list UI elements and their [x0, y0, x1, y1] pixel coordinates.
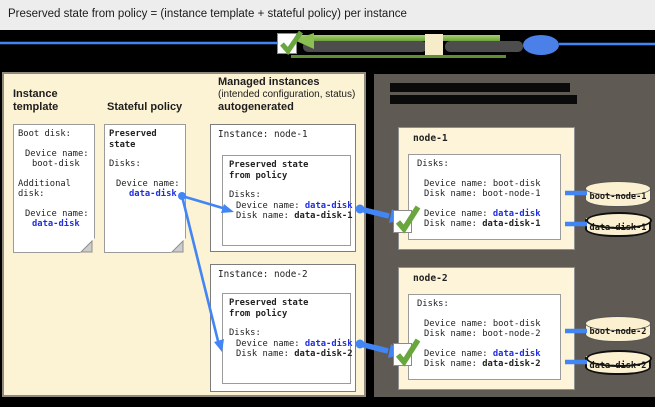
node1-check-box — [393, 205, 421, 234]
device-name-label: Device name: — [25, 148, 89, 159]
data-disk-row: Disk name: data-disk-2 — [417, 359, 560, 370]
title-strip: Preserved state from policy = (instance … — [0, 0, 655, 30]
disks-label: Disks: — [109, 159, 141, 169]
device-name-label: Device name: — [424, 318, 493, 329]
disk-name-label: Disk name: — [424, 359, 483, 369]
data-disk-name-value: data-disk-1 — [482, 219, 541, 229]
node2-check-box — [393, 338, 421, 367]
stateful-policy-card: Preserved state Disks: Device name: data… — [104, 124, 186, 253]
disk-name-label: Disk name: — [236, 211, 295, 221]
device-name-label: Device name: — [424, 178, 493, 189]
instance-title: Instance: node-1 — [218, 129, 308, 140]
boot-disk-value: boot-disk — [492, 178, 541, 189]
data-disk-value: data-disk — [492, 208, 541, 219]
data-disk-value: data-disk — [32, 219, 80, 229]
legend-band — [0, 30, 655, 72]
boot-disk-name-value: boot-node-1 — [482, 189, 541, 199]
legend-instance-chip — [425, 34, 443, 56]
data-disk-value: data-disk — [304, 200, 353, 211]
data-disk-value: data-disk — [492, 348, 541, 359]
managed-instance-card-node-2: Instance: node-2 Preserved state from po… — [210, 264, 356, 392]
boot-disk-label: Boot disk: — [18, 129, 71, 139]
data-disk-value: data-disk — [129, 189, 177, 199]
additional-disk-label: Additional disk: — [18, 178, 71, 200]
instance-template-heading: Instance template — [13, 88, 59, 113]
legend-green-arrow — [297, 35, 500, 41]
instance-template-card: Boot disk: Device name: boot-disk Additi… — [13, 124, 95, 253]
data-disk-row: Disk name: data-disk-1 — [417, 219, 560, 230]
disk-label: boot-node-1 — [589, 192, 647, 202]
managed-instances-heading: Managed instances (intended configuratio… — [218, 76, 356, 113]
data-device-row: Device name: data-disk — [417, 349, 560, 360]
boot-disk-value: boot-disk — [32, 159, 80, 169]
disk-cylinder-boot-node-2: boot-node-2 — [584, 316, 651, 342]
device-name-label: Device name: — [25, 208, 89, 219]
boot-disk-name-value: boot-node-2 — [482, 329, 541, 339]
disks-label: Disks: — [229, 328, 261, 338]
managed-instance-card-node-1: Instance: node-1 Preserved state from po… — [210, 124, 356, 252]
device-name-row: Device name: data-disk — [229, 200, 353, 212]
preserved-state-box: Preserved state from policy Disks: Devic… — [222, 293, 353, 384]
device-name-label: Device name: — [424, 208, 493, 219]
page-fold-icon — [171, 238, 186, 253]
disks-label: Disks: — [229, 190, 261, 200]
node-disks-box: Disks: Device name: boot-disk Disk name:… — [408, 294, 561, 380]
check-icon — [395, 338, 421, 367]
data-device-row: Device name: data-disk — [417, 209, 560, 220]
device-name-row: Device name: data-disk — [229, 338, 353, 350]
disk-name-label: Disk name: — [424, 329, 483, 339]
boot-disk-value: boot-disk — [492, 318, 541, 329]
node-title: node-2 — [413, 273, 448, 284]
page-fold-icon — [80, 238, 95, 253]
node-disks-box: Disks: Device name: boot-disk Disk name:… — [408, 154, 561, 240]
node-title: node-1 — [413, 133, 448, 144]
device-name-label: Device name: — [236, 200, 305, 211]
legend-check-box — [277, 30, 304, 56]
instance-title: Instance: node-2 — [218, 269, 308, 280]
disk-name-label: Disk name: — [424, 219, 483, 229]
legend-bar-1 — [303, 41, 427, 52]
disk-name-label: Disk name: — [424, 189, 483, 199]
disk-name-value: data-disk-1 — [294, 211, 353, 221]
preserved-state-from-policy-title: Preserved state from policy — [229, 298, 309, 319]
disk-cylinder-data-disk-2: data-disk-2 — [585, 350, 652, 375]
vm-node-2-box: node-2 Disks: Device name: boot-disk Dis… — [398, 267, 575, 390]
check-icon — [280, 30, 304, 56]
device-name-label: Device name: — [236, 338, 305, 349]
diagram-title: Preserved state from policy = (instance … — [8, 8, 407, 20]
legend-disk-icon — [523, 35, 559, 55]
preserved-state-from-policy-title: Preserved state from policy — [229, 160, 309, 181]
vm-node-1-box: node-1 Disks: Device name: boot-disk Dis… — [398, 127, 575, 250]
check-icon — [395, 205, 421, 234]
boot-device-row: Device name: boot-disk — [417, 179, 560, 190]
boot-device-row: Device name: boot-disk — [417, 319, 560, 330]
disks-label: Disks: — [417, 159, 449, 169]
disk-label: boot-node-2 — [589, 327, 647, 337]
disk-name-row: Disk name: data-disk-1 — [229, 211, 353, 222]
disk-cylinder-data-disk-1: data-disk-1 — [585, 212, 652, 237]
disk-cylinder-boot-node-1: boot-node-1 — [584, 181, 651, 207]
data-disk-name-value: data-disk-2 — [482, 359, 541, 369]
preserved-state-title: Preserved state — [109, 129, 157, 150]
redacted-heading-bar-1 — [390, 83, 570, 92]
preserved-state-box: Preserved state from policy Disks: Devic… — [222, 155, 353, 246]
boot-disk-row: Disk name: boot-node-2 — [417, 329, 560, 340]
disk-name-value: data-disk-2 — [294, 349, 353, 359]
disk-name-label: Disk name: — [236, 349, 295, 359]
disks-label: Disks: — [417, 299, 449, 309]
disk-label: data-disk-1 — [589, 223, 647, 233]
disk-label: data-disk-2 — [589, 361, 647, 371]
disk-name-row: Disk name: data-disk-2 — [229, 349, 353, 360]
legend-green-line — [291, 55, 506, 58]
redacted-heading-bar-2 — [390, 95, 577, 104]
boot-disk-row: Disk name: boot-node-1 — [417, 189, 560, 200]
stateful-policy-heading: Stateful policy — [107, 101, 183, 113]
device-name-label: Device name: — [424, 348, 493, 359]
data-disk-value: data-disk — [304, 338, 353, 349]
legend-bar-2 — [445, 41, 523, 52]
device-name-label: Device name: — [116, 178, 180, 189]
